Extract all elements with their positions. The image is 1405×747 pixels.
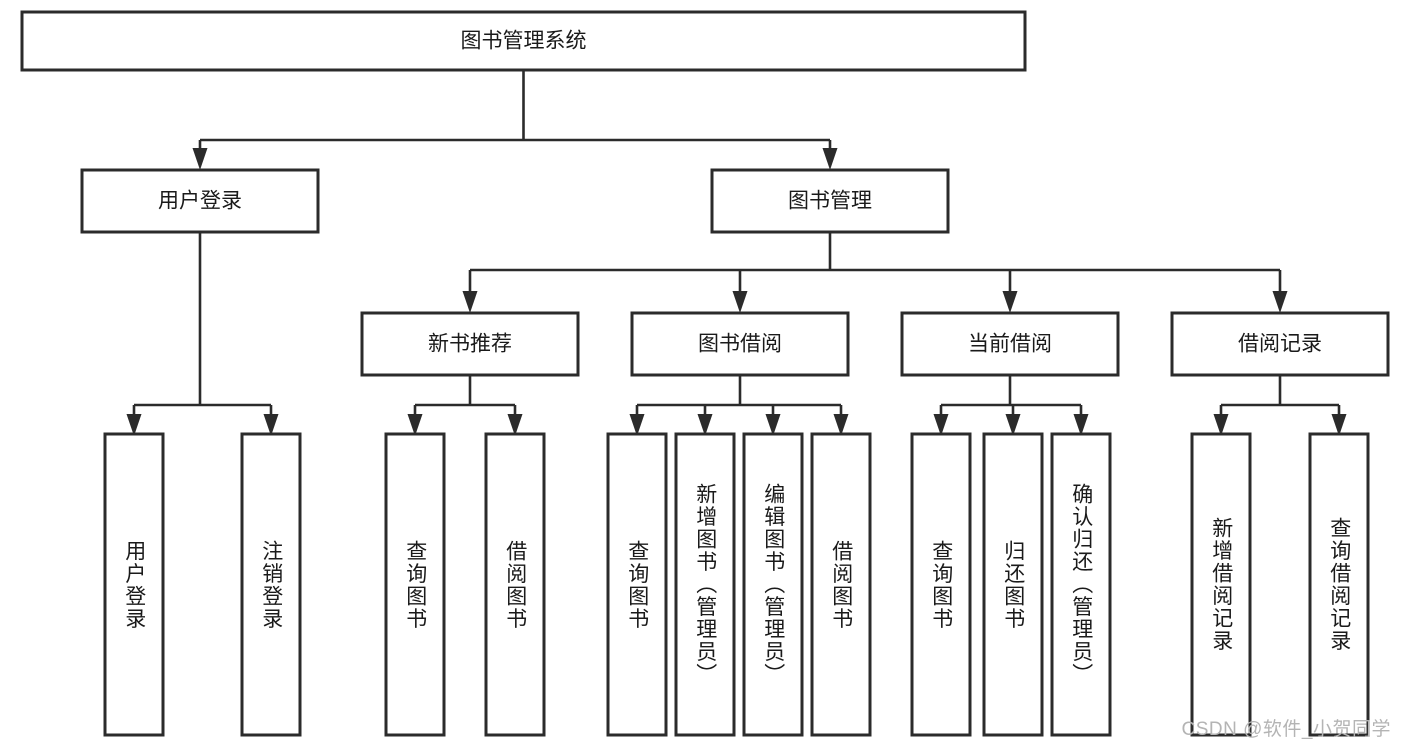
node-box-book-borrow[interactable]	[630, 311, 850, 377]
node-box-leaf-edit-book[interactable]	[742, 432, 804, 737]
node-new-book-recommend[interactable]: 新书推荐	[360, 311, 580, 377]
arrow-head-icon-leaf-confirm-return	[1073, 414, 1089, 436]
arrow-head-icon-leaf-return-book	[1005, 414, 1021, 436]
watermark-text: CSDN @软件_小贺同学	[1181, 719, 1391, 740]
arrow-head-icon-leaf-query-book-1	[407, 414, 423, 436]
arrow-head-icon-current-borrow	[1002, 291, 1018, 313]
arrow-head-icon-book-manage	[822, 148, 838, 170]
node-leaf-borrow-book-2[interactable]	[810, 432, 872, 737]
node-current-borrow[interactable]: 当前借阅	[900, 311, 1120, 377]
node-box-leaf-confirm-return[interactable]	[1050, 432, 1112, 737]
node-label-borrow-record: 借阅记录	[1238, 333, 1322, 356]
arrow-head-icon-leaf-query-record	[1331, 414, 1347, 436]
node-leaf-query-book-1[interactable]	[384, 432, 446, 737]
node-box-user-login[interactable]	[80, 168, 320, 234]
node-leaf-logout[interactable]	[240, 432, 302, 737]
node-box-new-book-recommend[interactable]	[360, 311, 580, 377]
node-box-current-borrow[interactable]	[900, 311, 1120, 377]
arrow-head-icon-leaf-logout	[263, 414, 279, 436]
node-box-leaf-borrow-book-1[interactable]	[484, 432, 546, 737]
node-leaf-query-book-3[interactable]	[910, 432, 972, 737]
node-box-borrow-record[interactable]	[1170, 311, 1390, 377]
node-leaf-edit-book[interactable]	[742, 432, 804, 737]
node-box-leaf-add-record[interactable]	[1190, 432, 1252, 737]
arrow-head-icon-leaf-query-book-3	[933, 414, 949, 436]
arrow-head-icon-leaf-user-login	[126, 414, 142, 436]
arrow-head-icon-user-login	[192, 148, 208, 170]
arrow-head-icon-leaf-add-record	[1213, 414, 1229, 436]
node-leaf-add-record[interactable]	[1190, 432, 1252, 737]
arrow-head-icon-borrow-record	[1272, 291, 1288, 313]
node-book-borrow[interactable]: 图书借阅	[630, 311, 850, 377]
node-leaf-return-book[interactable]	[982, 432, 1044, 737]
node-box-leaf-add-book[interactable]	[674, 432, 736, 737]
node-label-book-manage: 图书管理	[788, 190, 872, 213]
node-book-manage[interactable]: 图书管理	[710, 168, 950, 234]
arrow-head-icon-new-book-recommend	[462, 291, 478, 313]
node-user-login[interactable]: 用户登录	[80, 168, 320, 234]
node-box-leaf-query-book-2[interactable]	[606, 432, 668, 737]
node-leaf-user-login[interactable]	[103, 432, 165, 737]
arrow-head-icon-leaf-edit-book	[765, 414, 781, 436]
node-label-book-borrow: 图书借阅	[698, 333, 782, 356]
node-box-book-manage[interactable]	[710, 168, 950, 234]
node-leaf-query-book-2[interactable]	[606, 432, 668, 737]
node-root[interactable]: 图书管理系统	[20, 10, 1027, 72]
arrow-head-icon-leaf-add-book	[697, 414, 713, 436]
arrow-head-icon-leaf-borrow-book-1	[507, 414, 523, 436]
node-box-leaf-logout[interactable]	[240, 432, 302, 737]
node-box-leaf-query-record[interactable]	[1308, 432, 1370, 737]
node-box-leaf-user-login[interactable]	[103, 432, 165, 737]
node-label-root: 图书管理系统	[461, 30, 587, 53]
node-label-current-borrow: 当前借阅	[968, 333, 1052, 356]
node-leaf-borrow-book-1[interactable]	[484, 432, 546, 737]
node-leaf-confirm-return[interactable]	[1050, 432, 1112, 737]
node-leaf-query-record[interactable]	[1308, 432, 1370, 737]
arrow-head-icon-book-borrow	[732, 291, 748, 313]
node-borrow-record[interactable]: 借阅记录	[1170, 311, 1390, 377]
node-box-root[interactable]	[20, 10, 1027, 72]
node-label-user-login: 用户登录	[158, 190, 242, 213]
arrow-head-icon-leaf-query-book-2	[629, 414, 645, 436]
node-label-new-book-recommend: 新书推荐	[428, 333, 512, 356]
arrow-head-icon-leaf-borrow-book-2	[833, 414, 849, 436]
node-box-leaf-return-book[interactable]	[982, 432, 1044, 737]
node-box-leaf-borrow-book-2[interactable]	[810, 432, 872, 737]
node-box-leaf-query-book-3[interactable]	[910, 432, 972, 737]
node-box-leaf-query-book-1[interactable]	[384, 432, 446, 737]
node-leaf-add-book[interactable]	[674, 432, 736, 737]
connector-layer	[126, 70, 1347, 436]
